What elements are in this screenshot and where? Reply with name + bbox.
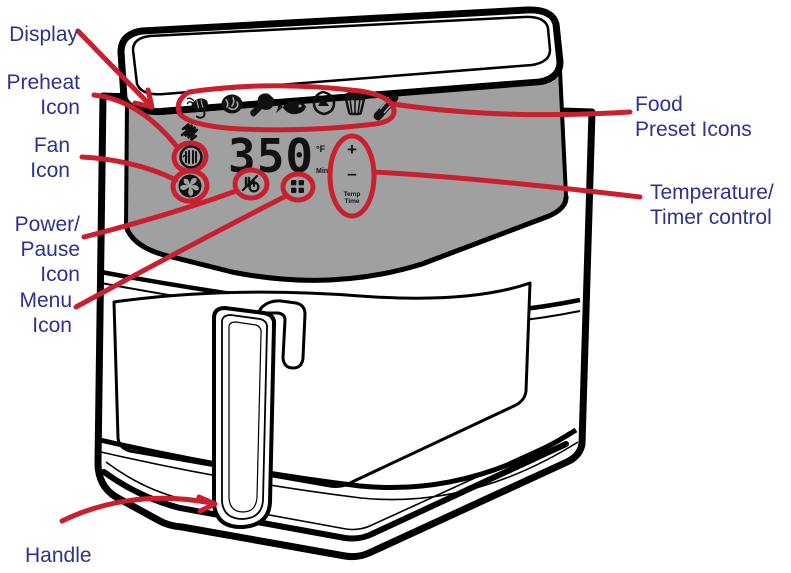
drawer-bottom-seam-2	[100, 441, 579, 501]
callout-food-presets	[175, 83, 633, 133]
label-handle: Handle	[25, 544, 92, 567]
decrease-button: –	[347, 164, 356, 183]
base-shadow-line	[101, 441, 569, 542]
temp-time-control[interactable]: + – Temp Time	[344, 140, 361, 205]
panel-lower-edge	[123, 195, 569, 283]
shrimp-preset-icon[interactable]	[186, 97, 208, 119]
steak-preset-icon[interactable]	[221, 94, 243, 114]
temp-time-label-line2: Time	[344, 198, 359, 205]
callout-menu	[73, 171, 316, 310]
callout-power-pause	[81, 167, 270, 240]
panel-right-edge	[558, 69, 568, 197]
menu-button[interactable]	[291, 180, 304, 193]
power-pause-button[interactable]	[241, 174, 260, 193]
handle-inner-line-2	[228, 321, 262, 513]
label-food-preset-icons: Food Preset Icons	[635, 93, 752, 141]
drawer-bottom-seam	[99, 427, 578, 491]
panel-surface	[126, 70, 566, 280]
fan-icon[interactable]	[178, 174, 202, 198]
callout-display	[75, 28, 155, 110]
label-preheat-icon: Preheat Icon	[6, 71, 80, 119]
label-temperature-timer-control: Temperature/ Timer control	[650, 181, 774, 229]
unit-minutes: Min	[316, 168, 328, 175]
callout-temp-timer	[327, 133, 643, 219]
label-fan-icon: Fan Icon	[30, 134, 70, 182]
increase-button: +	[347, 140, 357, 159]
handle	[212, 299, 307, 530]
callout-handle	[59, 494, 218, 524]
temp-time-label-line1: Temp	[344, 191, 361, 198]
pizza-preset-icon[interactable]	[312, 90, 336, 116]
drumstick-preset-icon[interactable]	[250, 93, 275, 117]
unit-fahrenheit: °F	[316, 144, 326, 154]
label-display: Display	[9, 23, 78, 46]
handle-inner-line	[221, 314, 269, 520]
fries-preset-icon[interactable]	[373, 93, 399, 121]
left-icon-column[interactable]	[178, 123, 203, 198]
label-menu-icon: Menu Icon	[19, 289, 72, 337]
dehydrate-icon[interactable]	[180, 123, 199, 142]
label-power-pause-icon: Power/ Pause Icon	[14, 213, 80, 286]
food-preset-icon-row[interactable]	[186, 89, 399, 121]
callout-annotations	[59, 28, 643, 524]
handle-hook	[256, 299, 307, 370]
fish-preset-icon[interactable]	[276, 100, 306, 115]
control-panel-band	[123, 69, 569, 283]
preheat-icon[interactable]	[179, 145, 203, 169]
callout-fan	[79, 154, 210, 204]
